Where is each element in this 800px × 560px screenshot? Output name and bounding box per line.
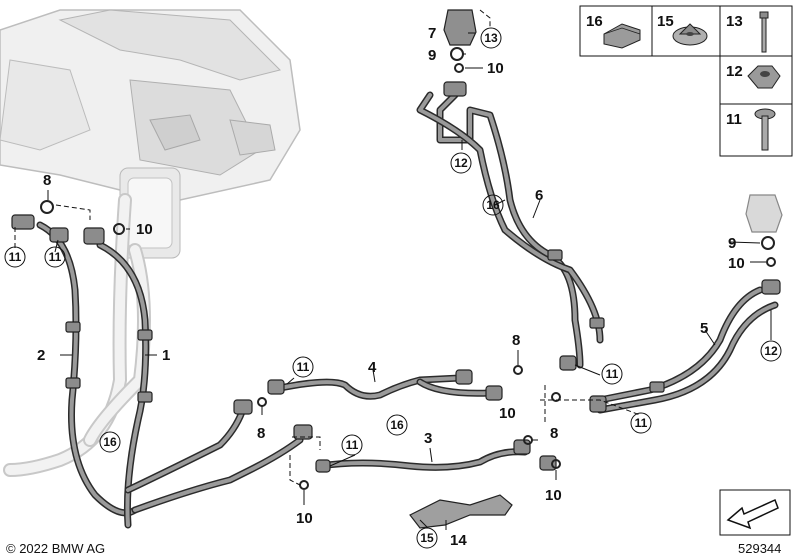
legend-label-16: 16 (586, 13, 603, 30)
callout-8a: 8 (43, 172, 51, 189)
callout-2: 2 (37, 347, 45, 364)
bracket-14 (409, 494, 513, 529)
valve-right (745, 194, 783, 267)
callout-11e: 11 (630, 412, 652, 434)
seal-rings (257, 365, 561, 490)
svg-text:13: 13 (484, 31, 498, 45)
callouts: 1 2 3 4 5 6 7 8 8 8 8 9 9 10 10 10 10 10… (4, 25, 782, 549)
callout-10d: 10 (499, 405, 516, 422)
callout-11f: 11 (341, 434, 363, 456)
callout-16a: 16 (482, 194, 504, 216)
copyright: © 2022 BMW AG (6, 541, 105, 556)
svg-text:16: 16 (103, 435, 117, 449)
svg-text:11: 11 (635, 416, 648, 430)
nut-15-icon (672, 23, 708, 46)
callout-6: 6 (535, 187, 543, 204)
engine-block-illustration (0, 9, 301, 259)
svg-text:12: 12 (454, 156, 468, 170)
callout-11a: 11 (4, 246, 26, 268)
callout-12a: 12 (450, 152, 472, 174)
callout-4: 4 (368, 359, 377, 376)
hose-3 (315, 439, 557, 473)
svg-text:16: 16 (390, 418, 404, 432)
ghost-pipe-16 (3, 193, 151, 477)
hose-1 (96, 241, 153, 529)
hose-4 (267, 369, 503, 401)
legend-label-12: 12 (726, 63, 743, 80)
svg-text:16: 16 (486, 198, 500, 212)
svg-text:11: 11 (9, 250, 22, 264)
callout-9b: 9 (728, 235, 736, 252)
callout-9a: 9 (428, 47, 436, 64)
hose-lower-long (124, 399, 313, 514)
callout-16c: 16 (386, 414, 408, 436)
valve-7 (443, 9, 477, 73)
callout-7: 7 (428, 25, 436, 42)
callout-15: 15 (416, 527, 438, 549)
leader-lines (14, 9, 772, 530)
legend-label-15: 15 (657, 13, 674, 30)
callout-3: 3 (424, 430, 432, 447)
callout-12b: 12 (760, 340, 782, 362)
diagram-id-box: 529344 (719, 489, 791, 556)
callout-10b: 10 (487, 60, 504, 77)
callout-1: 1 (162, 347, 170, 364)
callout-5: 5 (700, 320, 708, 337)
callout-16b: 16 (99, 431, 121, 453)
callout-11d: 11 (601, 363, 623, 385)
hose-5 (589, 279, 781, 414)
callout-10a: 10 (136, 221, 153, 238)
callout-13: 13 (480, 27, 502, 49)
svg-text:11: 11 (297, 360, 310, 374)
arrow-icon (726, 498, 779, 530)
clip-16-icon (603, 23, 641, 49)
callout-10f: 10 (545, 487, 562, 504)
callout-8d: 8 (550, 425, 558, 442)
bolt-11-icon (754, 108, 776, 151)
legend-label-13: 13 (726, 13, 743, 30)
parts-legend: 16 15 13 12 11 (579, 5, 793, 157)
callout-8c: 8 (257, 425, 265, 442)
hose-2 (36, 221, 139, 517)
svg-text:15: 15 (420, 531, 434, 545)
diagram-number: 529344 (738, 541, 781, 556)
svg-text:11: 11 (606, 367, 619, 381)
callout-8b: 8 (512, 332, 520, 349)
hose-6 (416, 81, 605, 371)
callout-11b: 11 (44, 246, 66, 268)
svg-text:11: 11 (49, 250, 62, 264)
callout-11c: 11 (292, 356, 314, 378)
callout-10e: 10 (296, 510, 313, 527)
callout-10c: 10 (728, 255, 745, 272)
fitting-top-left (11, 200, 125, 245)
nut-12-icon (747, 65, 781, 89)
bolt-13-icon (759, 11, 769, 53)
svg-text:11: 11 (346, 438, 359, 452)
callout-14: 14 (450, 532, 467, 549)
svg-text:12: 12 (764, 344, 778, 358)
legend-label-11: 11 (726, 111, 742, 128)
